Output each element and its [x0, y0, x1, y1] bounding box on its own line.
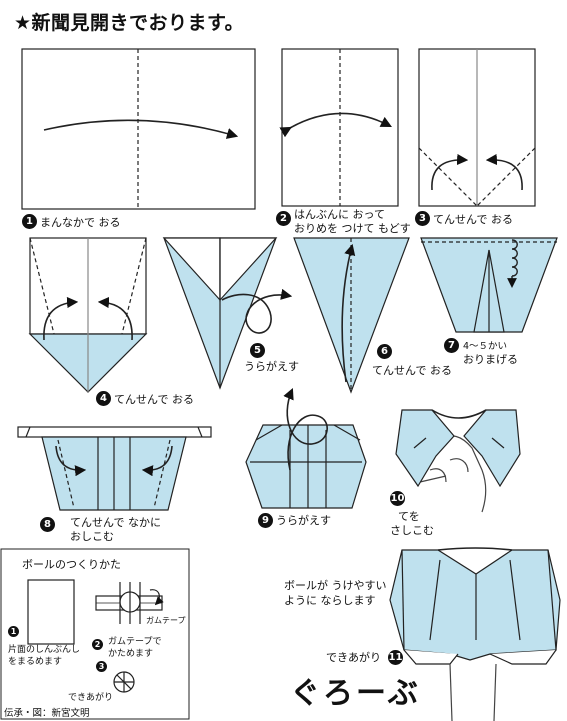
- ball-step1-label-line2: をまるめます: [8, 657, 63, 667]
- step8-badge: 8: [40, 517, 55, 532]
- ball-step2-badge: 2: [92, 639, 103, 650]
- ball-step3-label: できあがり: [68, 693, 114, 703]
- ball-step2-label-line1: ガムテープで: [108, 637, 162, 647]
- step11-figure: [389, 547, 561, 721]
- step11-note-line1: ボールが うけやすい: [284, 579, 387, 592]
- credit: 伝承・図：新宮文明: [4, 708, 90, 719]
- step9-badge: 9: [258, 513, 273, 528]
- step7-label-line2: おりまげる: [463, 353, 518, 366]
- ball-step1-badge: 1: [8, 626, 19, 637]
- ball-step1-label-line1: 片面のしんぶんし: [8, 645, 81, 655]
- step5-badge: 5: [250, 343, 265, 358]
- ball-box-title: ボールのつくりかた: [22, 558, 121, 571]
- step1-figure: [21, 48, 256, 210]
- step10-badge: 10: [390, 491, 405, 506]
- step7-label-line1: 4〜５かい: [463, 341, 508, 352]
- step5-figure: [162, 237, 293, 390]
- step11-badge: 11: [388, 650, 403, 665]
- step10-label-line2: さしこむ: [390, 524, 434, 537]
- step11-note-line2: ように ならします: [284, 594, 376, 607]
- step8-label-line1: てんせんで なかに: [70, 516, 161, 529]
- step5-label: うらがえす: [244, 360, 299, 373]
- step7-figure: [420, 237, 558, 333]
- product-name: ぐろーぶ: [290, 676, 421, 711]
- step2-label-line1: はんぶんに おって: [294, 208, 385, 221]
- step3-label: てんせんで おる: [433, 213, 513, 226]
- step6-badge: 6: [377, 344, 392, 359]
- step2-label-line2: おりめを つけて もどす: [294, 222, 411, 235]
- ball-box: [0, 548, 190, 720]
- step7-badge: 7: [444, 338, 459, 353]
- step3-badge: 3: [415, 211, 430, 226]
- ball-step2-tape-label: ガムテープ: [146, 616, 186, 625]
- step9-label: うらがえす: [276, 514, 331, 527]
- step10-label-line1: てを: [398, 510, 420, 523]
- step4-figure: [28, 237, 148, 393]
- step1-badge: 1: [22, 214, 37, 229]
- ball-step2-label-line2: かためます: [108, 649, 154, 659]
- ball-step3-badge: 3: [96, 661, 107, 672]
- step4-badge: 4: [96, 391, 111, 406]
- step9-figure: [245, 387, 367, 509]
- step2-badge: 2: [276, 211, 291, 226]
- step6-label: てんせんで おる: [372, 364, 452, 377]
- step8-figure: [17, 426, 212, 511]
- step6-figure: [293, 237, 410, 394]
- step1-label: まんなかで おる: [40, 216, 121, 229]
- page-title: ★新聞見開きでおります。: [14, 12, 245, 34]
- step2-figure: [279, 48, 399, 207]
- step10-figure: [395, 409, 521, 513]
- step4-label: てんせんで おる: [114, 393, 194, 406]
- step8-label-line2: おしこむ: [70, 530, 114, 543]
- step11-label: できあがり: [326, 651, 381, 664]
- step3-figure: [418, 48, 536, 207]
